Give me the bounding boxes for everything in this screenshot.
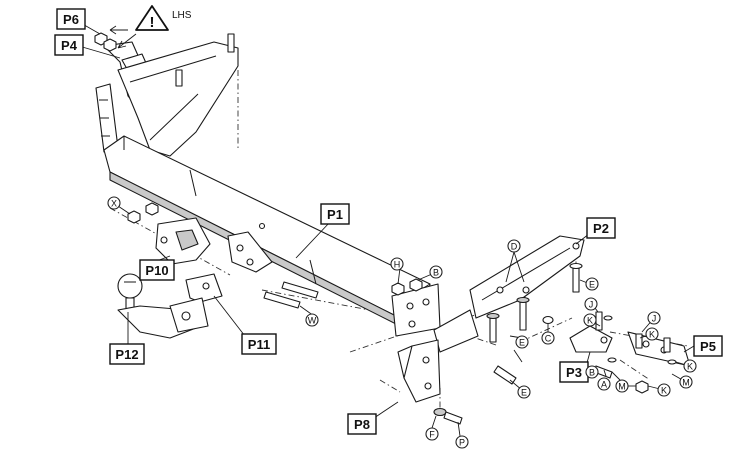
- fixing-key-x: X: [107, 196, 121, 210]
- fixing-key-b: B: [429, 265, 443, 279]
- part-label-p1: P1: [320, 203, 350, 225]
- svg-text:W: W: [308, 316, 317, 326]
- fixing-key-b: B: [585, 365, 599, 379]
- part-label-p12: P12: [109, 343, 145, 365]
- arrow-icon: [117, 33, 137, 49]
- svg-text:K: K: [687, 362, 693, 372]
- svg-text:M: M: [618, 382, 626, 392]
- part-label-p2: P2: [586, 217, 616, 239]
- svg-text:P: P: [459, 438, 465, 448]
- fixing-key-m: M: [615, 379, 629, 393]
- svg-text:M: M: [682, 378, 690, 388]
- svg-text:E: E: [589, 280, 595, 290]
- svg-text:B: B: [433, 268, 439, 278]
- svg-text:P5: P5: [700, 339, 716, 354]
- svg-text:K: K: [661, 386, 667, 396]
- fixing-key-a: A: [597, 377, 611, 391]
- svg-text:K: K: [587, 316, 593, 326]
- side-bracket-right: [117, 33, 239, 157]
- fixing-key-e: E: [515, 335, 529, 349]
- svg-text:P2: P2: [593, 221, 609, 236]
- fixing-key-k: K: [645, 327, 659, 341]
- fixing-key-h: H: [390, 257, 404, 271]
- arrow-icon: [109, 25, 128, 35]
- part-label-p3: P3: [559, 361, 589, 383]
- svg-text:P8: P8: [354, 417, 370, 432]
- bracket-p8: [397, 339, 441, 403]
- fixing-key-m: M: [679, 375, 693, 389]
- svg-text:D: D: [511, 242, 518, 252]
- svg-text:P11: P11: [248, 337, 270, 352]
- svg-text:P1: P1: [327, 207, 343, 222]
- socket-plate-p10: [155, 217, 211, 265]
- fixing-key-j: J: [584, 297, 598, 311]
- svg-text:C: C: [545, 334, 552, 344]
- svg-text:H: H: [394, 260, 401, 270]
- svg-text:P3: P3: [566, 365, 582, 380]
- svg-text:E: E: [519, 338, 525, 348]
- fixing-key-w: W: [305, 313, 319, 327]
- part-label-p11: P11: [241, 333, 277, 355]
- fixing-key-k: K: [583, 313, 597, 327]
- fixing-key-c: C: [541, 331, 555, 345]
- svg-text:E: E: [521, 388, 527, 398]
- svg-text:F: F: [429, 430, 435, 440]
- part-label-p8: P8: [347, 413, 377, 435]
- part-label-p5: P5: [693, 335, 723, 357]
- fixing-key-d: D: [507, 239, 521, 253]
- exclamation-icon: !: [150, 14, 155, 31]
- part-label-p10: P10: [139, 259, 175, 281]
- svg-text:K: K: [649, 330, 655, 340]
- svg-text:J: J: [589, 300, 594, 310]
- svg-text:P10: P10: [145, 263, 168, 278]
- fixing-keys: X H B W D E E E: [107, 196, 697, 449]
- warning-label: LHS: [172, 10, 192, 21]
- side-bracket-p2: [433, 235, 585, 353]
- svg-text:P4: P4: [61, 38, 78, 53]
- fixing-key-k: K: [683, 359, 697, 373]
- warning-triangle-icon: [135, 5, 169, 31]
- svg-text:J: J: [652, 314, 657, 324]
- fixing-key-e: E: [585, 277, 599, 291]
- warning-sign: ! LHS: [109, 5, 192, 49]
- fasteners: [94, 32, 677, 425]
- neck-bracket-p11: [169, 273, 223, 333]
- fixing-key-e: E: [517, 385, 531, 399]
- part-label-p4: P4: [54, 34, 84, 56]
- fixing-key-k: K: [657, 383, 671, 397]
- bracket-p3: [569, 325, 613, 353]
- fixing-key-j: J: [647, 311, 661, 325]
- part-label-p6: P6: [56, 8, 86, 30]
- svg-text:P6: P6: [63, 12, 79, 27]
- fixing-key-f: F: [425, 427, 439, 441]
- svg-text:B: B: [589, 368, 595, 378]
- svg-text:X: X: [111, 199, 117, 209]
- part-labels: P6 P4 P1 P2 P10 P12 P11 P3: [54, 8, 723, 435]
- fixing-key-p: P: [455, 435, 469, 449]
- svg-text:A: A: [601, 380, 607, 390]
- svg-text:P12: P12: [115, 347, 138, 362]
- main-cross-bar: [103, 135, 441, 337]
